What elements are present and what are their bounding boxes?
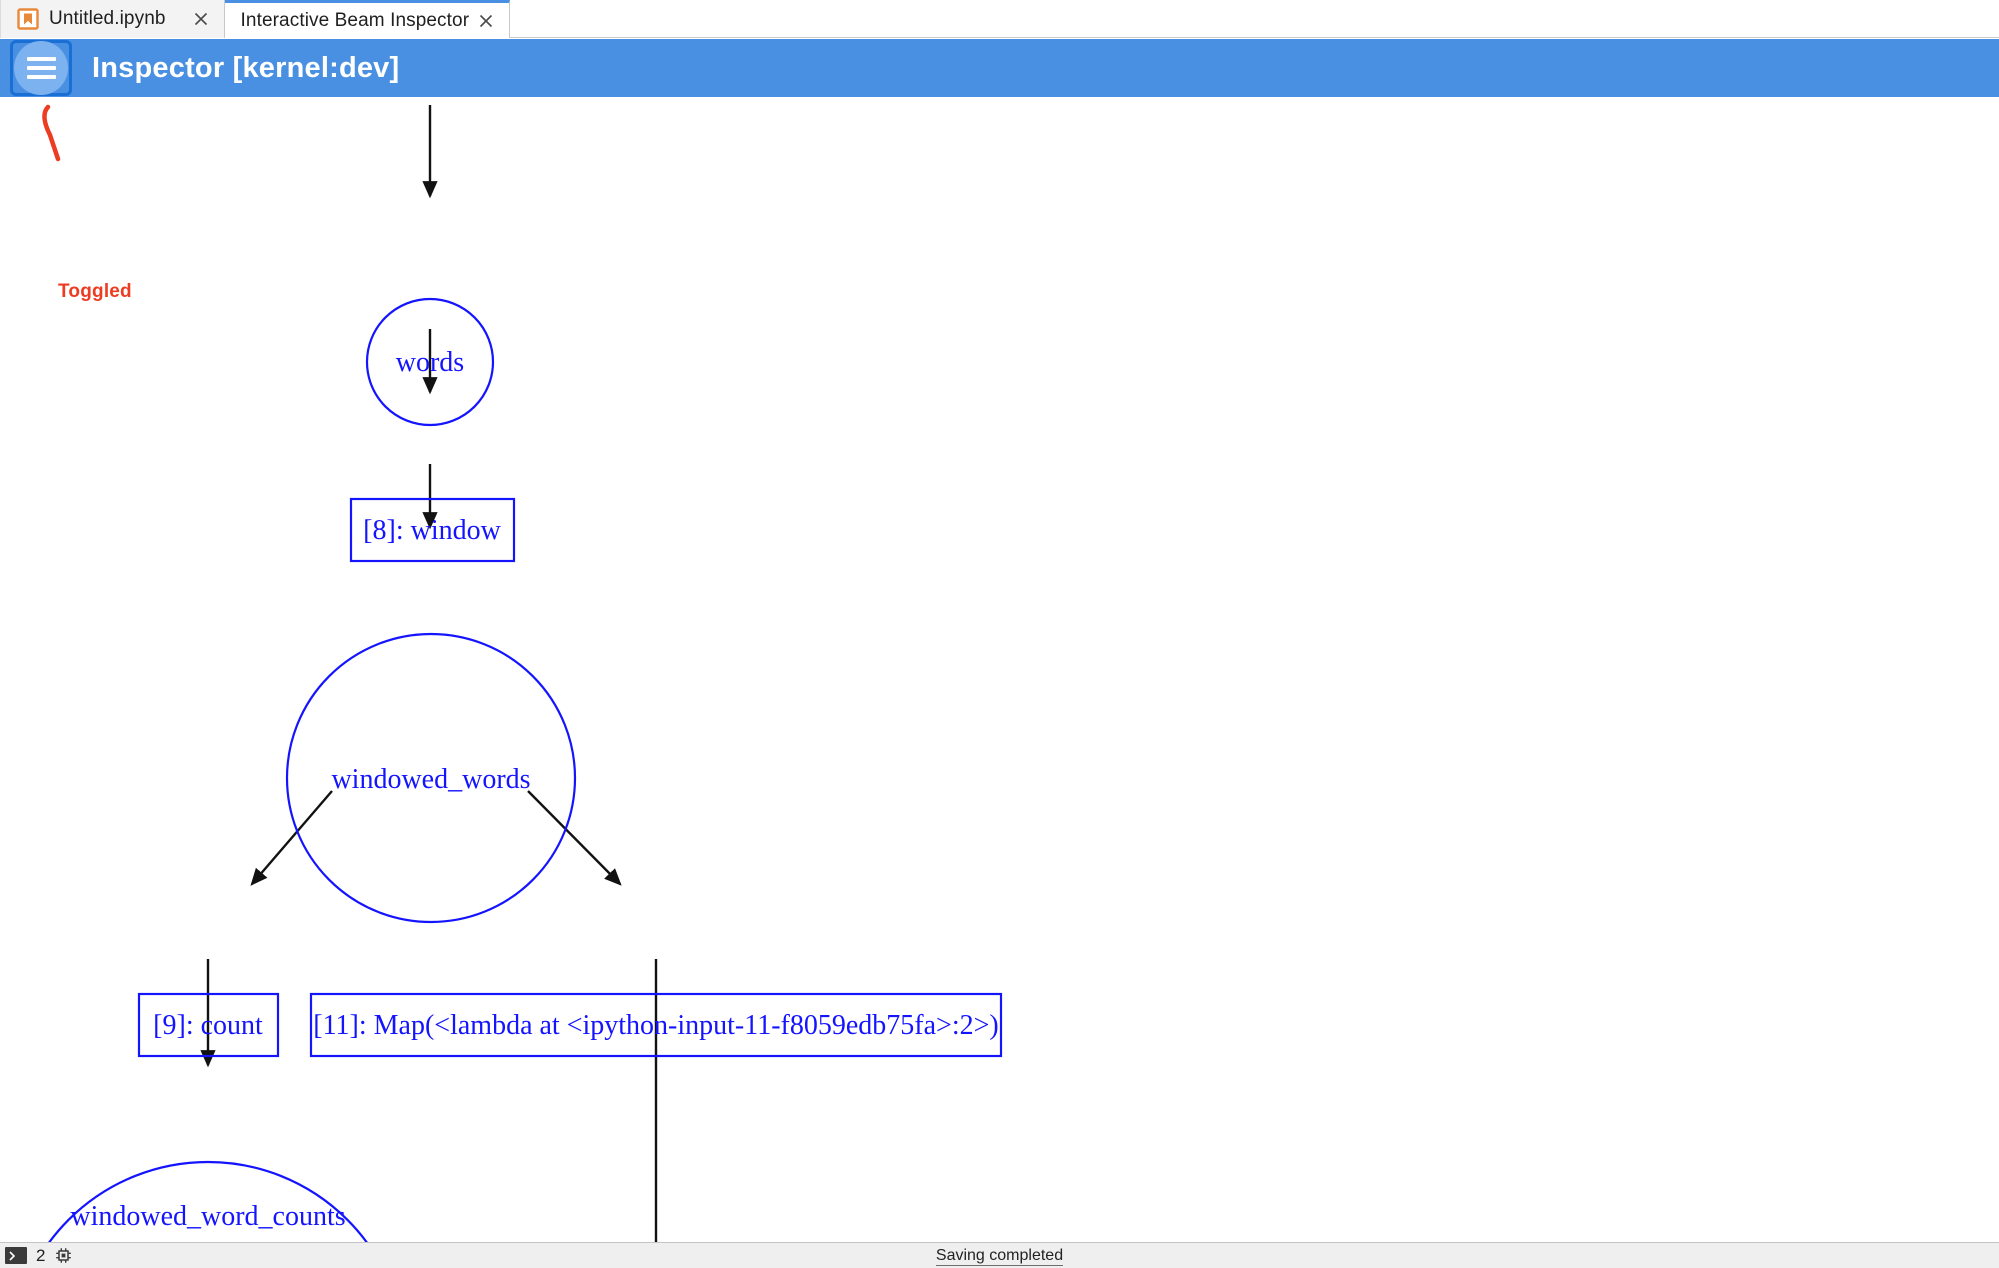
- terminal-icon[interactable]: [5, 1247, 27, 1264]
- status-message: Saving completed: [935, 1246, 1064, 1266]
- close-icon[interactable]: [477, 12, 495, 30]
- graph-node-windowed-words[interactable]: windowed_words: [285, 632, 577, 924]
- node-label: words: [396, 347, 464, 378]
- node-label: [9]: count: [153, 1010, 263, 1041]
- hamburger-bars: [26, 56, 56, 79]
- graph-node-window[interactable]: [8]: window: [349, 497, 516, 563]
- tab-bar-empty-area: [510, 0, 1999, 37]
- pipeline-graph: words [8]: window windowed_words [9]: co…: [11, 104, 1003, 1242]
- tab-interactive-beam-inspector[interactable]: Interactive Beam Inspector: [224, 0, 511, 38]
- inspector-header: Inspector [kernel:dev]: [0, 39, 1999, 97]
- edge-windowed-words-to-count: [250, 790, 333, 886]
- tab-untitled-ipynb[interactable]: Untitled.ipynb: [0, 0, 225, 38]
- node-label: windowed_word_counts: [70, 1201, 345, 1232]
- tab-label: Interactive Beam Inspector: [240, 9, 470, 31]
- cpu-chip-icon[interactable]: [54, 1246, 73, 1265]
- graph-node-windowed-word-counts[interactable]: windowed_word_counts: [11, 1160, 405, 1242]
- toggled-annotation-label: Toggled: [58, 281, 132, 302]
- graph-edges: [200, 105, 658, 1242]
- graph-node-words[interactable]: words: [365, 297, 495, 427]
- node-label: windowed_words: [331, 764, 530, 795]
- status-message-wrap: Saving completed: [0, 1246, 1999, 1266]
- pipeline-graph-canvas[interactable]: words [8]: window windowed_words [9]: co…: [0, 97, 1999, 1242]
- tab-bar: Untitled.ipynb Interactive Beam Inspecto…: [0, 0, 1999, 38]
- graph-node-count[interactable]: [9]: count: [137, 992, 280, 1058]
- kernel-count: 2: [36, 1245, 46, 1265]
- page-title: Inspector [kernel:dev]: [92, 51, 400, 84]
- edge-windowed-words-to-map: [527, 790, 622, 886]
- tab-label: Untitled.ipynb: [49, 8, 166, 29]
- status-bar: 2 Saving completed: [0, 1242, 1999, 1268]
- close-icon[interactable]: [192, 10, 210, 28]
- toggled-annotation-arrow: [42, 104, 61, 162]
- node-label: [11]: Map(<lambda at <ipython-input-11-f…: [313, 1010, 998, 1041]
- node-label: [8]: window: [363, 515, 501, 546]
- notebook-icon: [17, 8, 39, 30]
- hamburger-menu-icon[interactable]: [10, 39, 72, 96]
- status-bar-left: 2: [0, 1246, 73, 1266]
- graph-node-map[interactable]: [11]: Map(<lambda at <ipython-input-11-f…: [309, 992, 1003, 1058]
